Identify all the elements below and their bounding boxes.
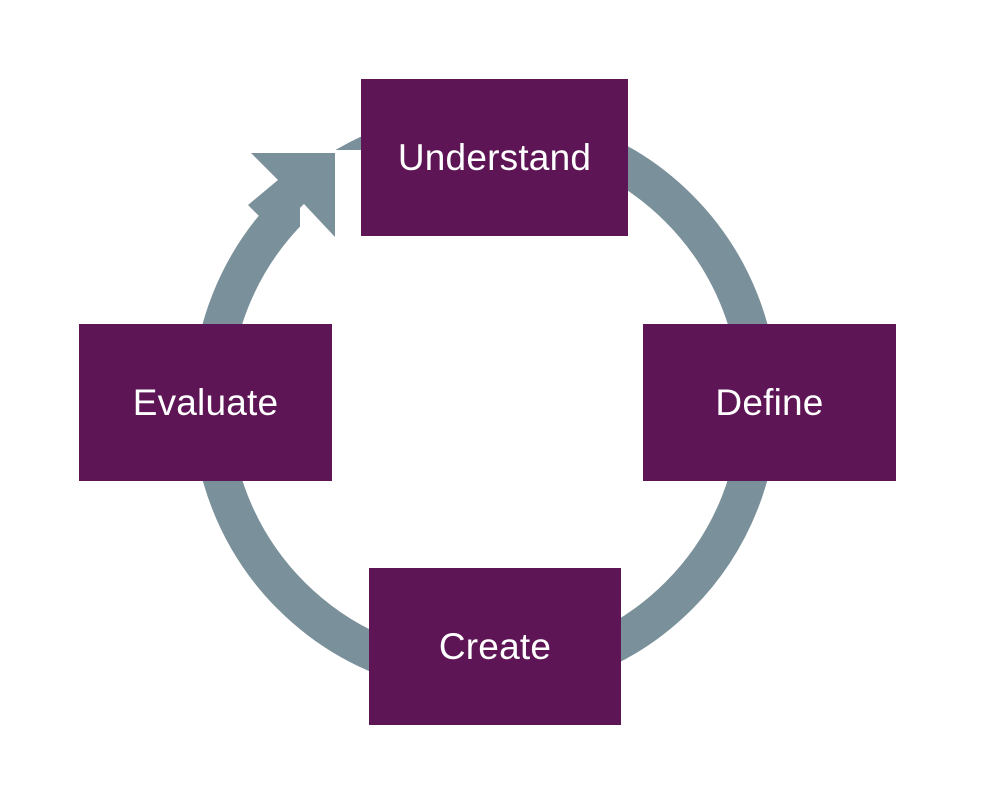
stage-create: Create: [369, 568, 621, 725]
stage-define-label: Define: [715, 381, 824, 423]
cycle-arrowhead-icon: [248, 153, 335, 237]
stage-understand-label: Understand: [397, 136, 592, 178]
stage-evaluate: Evaluate: [79, 324, 332, 481]
stage-understand: Understand: [361, 79, 628, 236]
stage-define: Define: [643, 324, 896, 481]
stage-evaluate-label: Evaluate: [132, 381, 279, 423]
stage-create-label: Create: [438, 625, 552, 667]
